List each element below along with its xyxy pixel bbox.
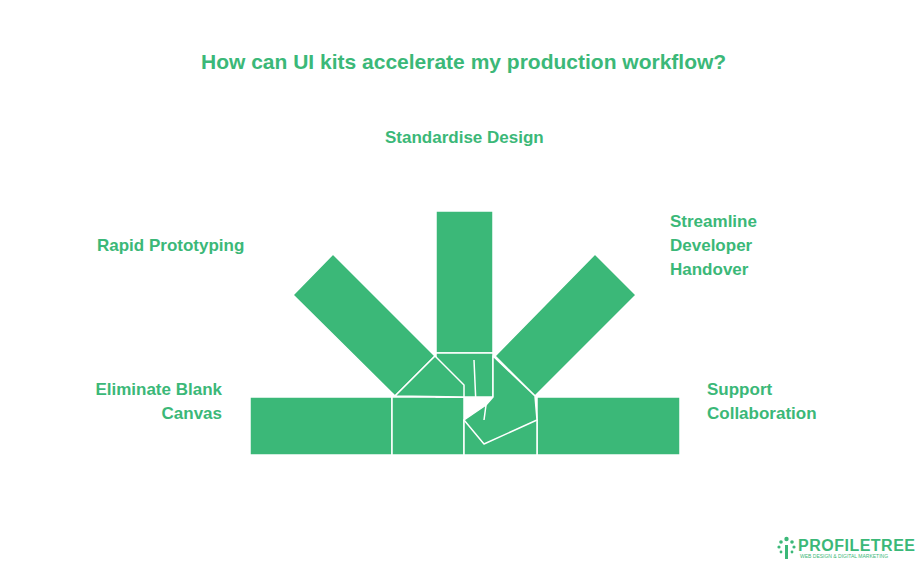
step-label: Rapid Prototyping: [97, 234, 244, 258]
center-block: [464, 356, 537, 444]
left-diagonal-bar: [293, 254, 435, 396]
top-bar: [436, 211, 493, 353]
step-label: Eliminate Blank Canvas: [72, 378, 222, 426]
step-label: Streamline Developer Handover: [670, 210, 757, 282]
logo-icon: [777, 537, 795, 559]
right-diagonal-bar: [495, 254, 636, 396]
center-block: [395, 356, 464, 397]
center-block: [392, 397, 464, 455]
step-label: Standardise Design: [385, 126, 544, 150]
diagram-title: How can UI kits accelerate my production…: [201, 50, 726, 74]
right-bar: [537, 397, 680, 455]
step-label: Support Collaboration: [707, 378, 817, 426]
logo-tagline: WEB DESIGN & DIGITAL MARKETING: [800, 553, 888, 559]
left-bar: [250, 397, 392, 455]
fold-line: [474, 360, 486, 420]
